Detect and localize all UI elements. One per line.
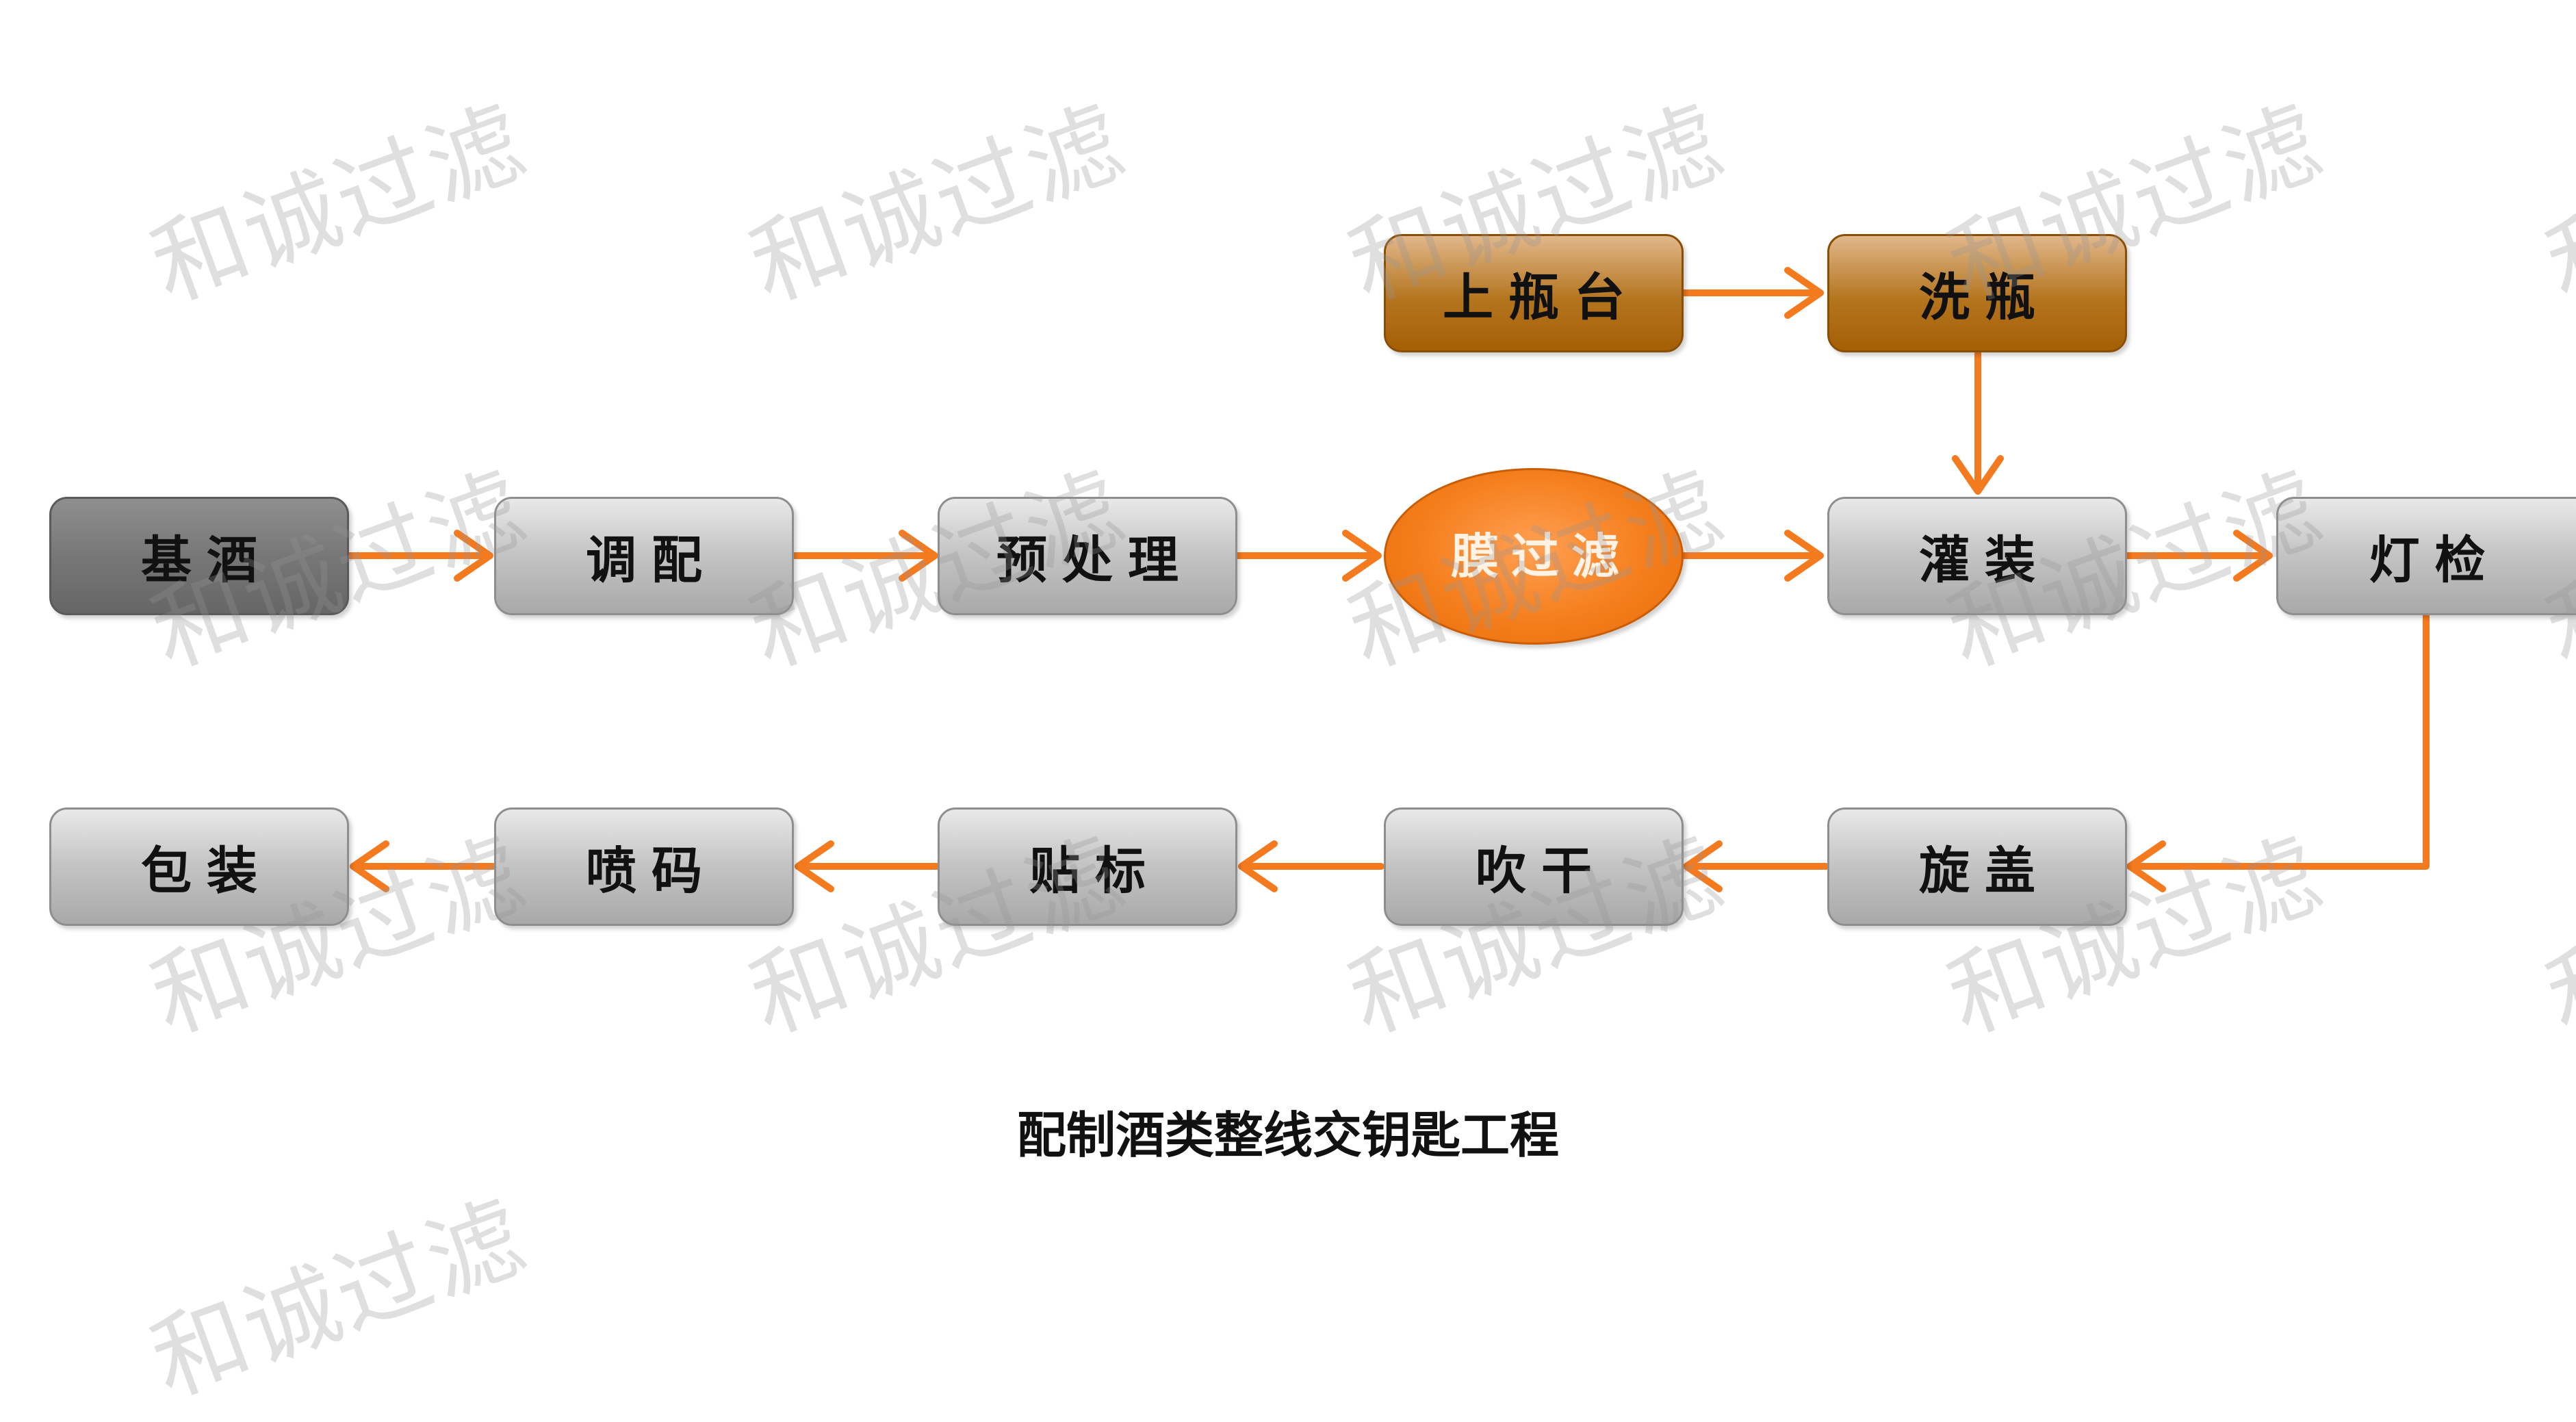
node-label: 灯检 [2369, 531, 2501, 590]
node-base-liquor: 基酒 [49, 497, 349, 615]
diagram-caption: 配制酒类整线交钥匙工程 [1016, 1107, 1559, 1164]
arrow-inspection-to-capping [2130, 612, 2430, 870]
node-label: 调配 [586, 531, 717, 590]
node-packaging: 包装 [49, 807, 349, 926]
node-code-printing: 喷码 [494, 807, 794, 926]
node-pretreatment: 预处理 [938, 497, 1237, 615]
node-labeling: 贴标 [938, 807, 1237, 926]
node-blending: 调配 [494, 497, 794, 615]
node-label: 包装 [141, 842, 272, 901]
node-label: 膜过滤 [1451, 528, 1632, 584]
node-capping: 旋盖 [1827, 807, 2127, 926]
node-blow-drying: 吹干 [1384, 807, 1684, 926]
node-label: 吹干 [1476, 842, 1607, 901]
node-label: 洗瓶 [1919, 268, 2050, 327]
node-label: 基酒 [141, 531, 272, 590]
node-light-inspection: 灯检 [2276, 497, 2576, 615]
node-label: 预处理 [996, 531, 1194, 590]
node-label: 贴标 [1029, 842, 1161, 901]
node-bottle-loading: 上瓶台 [1384, 234, 1684, 352]
node-membrane-filtration: 膜过滤 [1384, 468, 1684, 645]
node-label: 上瓶台 [1443, 268, 1640, 327]
node-label: 喷码 [586, 842, 717, 901]
process-flow-diagram: 上瓶台 洗瓶 基酒 调配 预处理 膜过滤 灌装 灯检 包装 喷码 贴标 吹干 旋… [49, 86, 2576, 1417]
node-bottle-washing: 洗瓶 [1827, 234, 2127, 352]
node-label: 灌装 [1919, 531, 2050, 590]
node-label: 旋盖 [1919, 842, 2050, 901]
flow-arrows [346, 267, 2430, 892]
node-filling: 灌装 [1827, 497, 2127, 615]
